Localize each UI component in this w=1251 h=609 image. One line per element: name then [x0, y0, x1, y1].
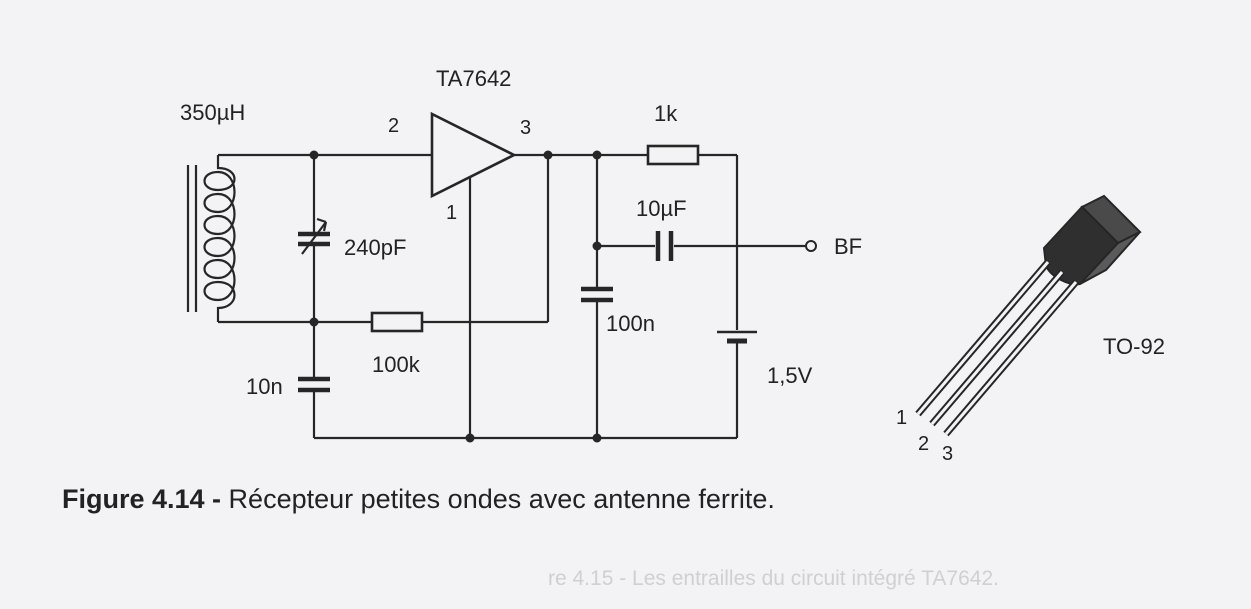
- cap-10uf-label: 10µF: [636, 196, 687, 221]
- inductor-coil: [203, 155, 236, 322]
- to92-package: [915, 194, 1142, 437]
- ferrite-core: [186, 165, 198, 312]
- capacitor-10uf: [597, 231, 806, 261]
- ic-pin1-label: 1: [446, 202, 457, 224]
- figure-caption: Figure 4.14 - Récepteur petites ondes av…: [62, 484, 775, 515]
- cap-100n-label: 100n: [606, 311, 655, 336]
- to92-pin2-label: 2: [918, 433, 929, 455]
- to92-pin1-label: 1: [896, 407, 907, 429]
- capacitor-100n: [581, 286, 613, 438]
- caption-number: Figure 4.14 -: [62, 484, 222, 514]
- bf-terminal: [805, 240, 817, 252]
- battery-label: 1,5V: [767, 363, 813, 388]
- ic-label: TA7642: [436, 66, 511, 91]
- to92-pin3-label: 3: [942, 443, 953, 465]
- ic-pin3-label: 3: [520, 117, 531, 139]
- variable-capacitor: [298, 155, 330, 322]
- resistor-1k: [646, 144, 700, 166]
- bleed-through-text: re 4.15 - Les entrailles du circuit inté…: [548, 567, 999, 590]
- caption-text: Récepteur petites ondes avec antenne fer…: [221, 484, 775, 514]
- battery: [717, 330, 757, 344]
- bf-label: BF: [834, 234, 862, 259]
- inductor-label: 350µH: [180, 100, 245, 125]
- r-1k-label: 1k: [654, 101, 678, 126]
- ic-pin2-label: 2: [388, 115, 399, 137]
- resistor-100k: [370, 311, 424, 333]
- to92-label: TO-92: [1103, 334, 1165, 359]
- cap-10n-label: 10n: [246, 374, 283, 399]
- ic-ta7642: [430, 111, 517, 199]
- r-100k-label: 100k: [372, 352, 421, 377]
- capacitor-10n: [298, 322, 330, 438]
- var-cap-label: 240pF: [344, 235, 406, 260]
